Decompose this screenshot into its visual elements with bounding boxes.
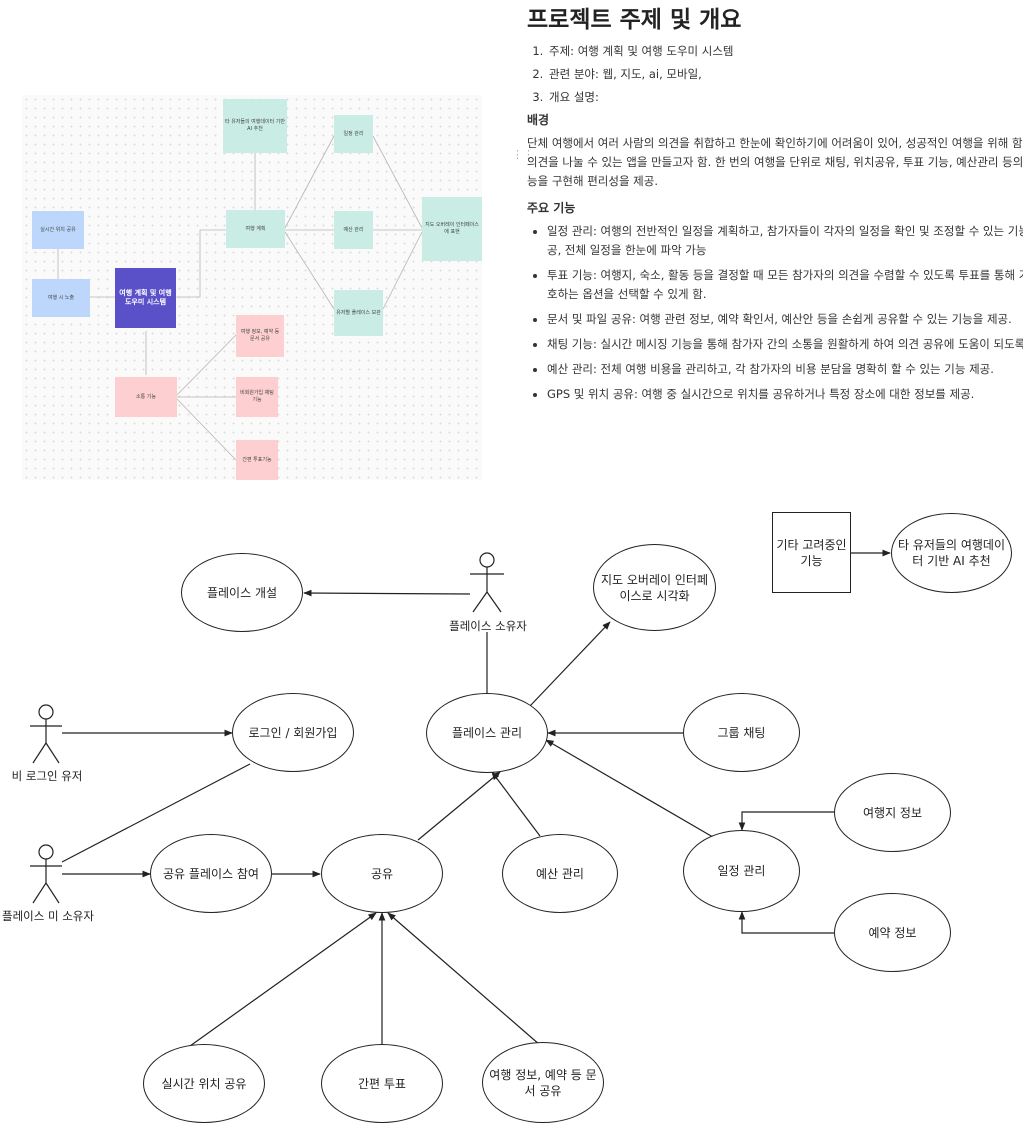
feature-item-chat: 채팅 기능: 실시간 메시징 기능을 통해 참가자 간의 소통을 원활하게 하여… — [547, 335, 1023, 354]
actor-place-owner-label: 플레이스 소유자 — [449, 619, 527, 633]
mm-node-travel-plan: 여행 계획 — [226, 210, 285, 248]
mm-node-shared-place: 유저별 플레이스 보관 — [334, 290, 383, 336]
features-list: 일정 관리: 여행의 전반적인 일정을 계획하고, 참가자들이 각자의 일정을 … — [527, 222, 1023, 404]
usecase-schedule[interactable]: 일정 관리 — [683, 830, 800, 912]
background-heading: 배경 — [527, 113, 550, 127]
overview-item-field: 관련 분야: 웹, 지도, ai, 모바일, — [547, 65, 1023, 84]
mm-node-realtime-location: 실시간 위치 공유 — [32, 211, 84, 249]
feature-item-vote: 투표 기능: 여행지, 숙소, 활동 등을 결정할 때 모든 참가자의 의견을 … — [547, 266, 1023, 304]
features-heading: 주요 기능 — [527, 201, 576, 215]
feature-item-gps: GPS 및 위치 공유: 여행 중 실시간으로 위치를 공유하거나 특정 장소에… — [547, 385, 1023, 404]
actor-place-owner-figure — [470, 552, 504, 613]
drag-handle-icon[interactable]: ⋮⋮ — [512, 148, 534, 161]
actor-guest-label: 비 로그인 유저 — [11, 769, 83, 783]
mm-node-vote: 간편 투표기능 — [236, 440, 278, 480]
usecase-group-chat[interactable]: 그룹 채팅 — [683, 693, 800, 772]
usecase-simple-vote[interactable]: 간편 투표 — [321, 1044, 443, 1123]
mm-node-schedule: 일정 관리 — [334, 115, 373, 153]
mm-node-social: 소통 기능 — [115, 377, 177, 417]
usecase-destination-info[interactable]: 여행지 정보 — [834, 773, 951, 852]
feature-item-schedule: 일정 관리: 여행의 전반적인 일정을 계획하고, 참가자들이 각자의 일정을 … — [547, 222, 1023, 260]
mm-node-map-overlay: 지도 오버레이 인터페이스에 표현 — [422, 197, 482, 261]
usecase-ai-recommend[interactable]: 타 유저들의 여행데이터 기반 AI 추천 — [891, 513, 1012, 593]
overview-list: 주제: 여행 계획 및 여행 도우미 시스템 관련 분야: 웹, 지도, ai,… — [527, 42, 1023, 107]
mm-node-other-users-ai: 타 유저들의 여행데이터 기반 AI 추천 — [223, 99, 287, 153]
mm-node-info-share: 여행 정보, 예약 등 문서 공유 — [236, 315, 284, 357]
actor-guest-figure — [30, 704, 62, 764]
actor-non-owner-figure — [30, 844, 62, 904]
usecase-manage-place[interactable]: 플레이스 관리 — [426, 693, 548, 773]
usecase-login[interactable]: 로그인 / 회원가입 — [232, 693, 354, 772]
mindmap-panel: 실시간 위치 공유 여행 시 노출 여행 계획 및 여행 도우미 시스템 타 유… — [22, 95, 482, 480]
usecase-join-place[interactable]: 공유 플레이스 참여 — [150, 834, 272, 913]
usecase-share[interactable]: 공유 — [321, 834, 443, 913]
usecase-budget[interactable]: 예산 관리 — [502, 834, 618, 913]
usecase-doc-share[interactable]: 여행 정보, 예약 등 문서 공유 — [482, 1042, 604, 1123]
mm-node-travel-exposure: 여행 시 노출 — [32, 279, 90, 317]
mindmap-connectors — [57, 135, 423, 461]
feature-item-budget: 예산 관리: 전체 여행 비용을 관리하고, 각 참가자의 비용 분담을 명확히… — [547, 360, 1023, 379]
mm-node-chat: 비회원가입 채팅기능 — [236, 377, 278, 417]
usecase-reservation-info[interactable]: 예약 정보 — [834, 893, 951, 972]
actor-non-owner-label: 플레이스 미 소유자 — [2, 909, 94, 923]
doc-title: 프로젝트 주제 및 개요 — [527, 7, 742, 33]
overview-item-topic: 주제: 여행 계획 및 여행 도우미 시스템 — [547, 42, 1023, 61]
usecase-realtime-location[interactable]: 실시간 위치 공유 — [143, 1044, 265, 1123]
other-features-box[interactable]: 기타 고려중인 기능 — [772, 512, 851, 593]
mm-node-center: 여행 계획 및 여행 도우미 시스템 — [115, 268, 176, 328]
mm-node-budget: 예산 관리 — [334, 211, 373, 249]
usecase-create-place[interactable]: 플레이스 개설 — [181, 553, 303, 632]
feature-item-files: 문서 및 파일 공유: 여행 관련 정보, 예약 확인서, 예산안 등을 손쉽게… — [547, 310, 1023, 329]
background-text: 단체 여행에서 여러 사람의 의견을 취합하고 한눈에 확인하기에 어려움이 있… — [527, 136, 1023, 188]
usecase-map-overlay[interactable]: 지도 오버레이 인터페이스로 시각화 — [593, 544, 716, 631]
overview-item-desc: 개요 설명: — [547, 88, 1023, 107]
project-overview-document: 프로젝트 주제 및 개요 주제: 여행 계획 및 여행 도우미 시스템 관련 분… — [527, 0, 1023, 490]
